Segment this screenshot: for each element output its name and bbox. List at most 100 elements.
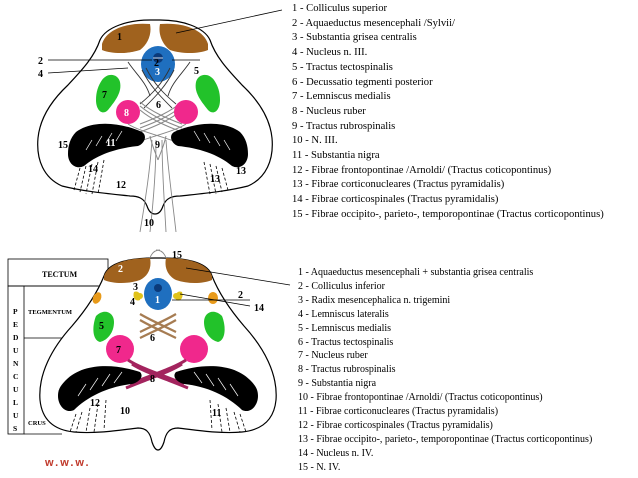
- bottom-section: TECTUM TEGMENTUM CRUS P E D U N C U L U …: [7, 249, 291, 451]
- bottom-legend-item: 1 - Aquaeductus mesencephali + substanti…: [298, 267, 534, 278]
- colliculus-inferior-left: [104, 258, 151, 283]
- top-section-outline: [37, 19, 273, 215]
- top-legend-item: 2 - Aquaeductus mesencephali /Sylvii/: [292, 17, 455, 29]
- bottom-legend-item: 10 - Fibrae frontopontinae /Arnoldi/ (Tr…: [298, 392, 543, 404]
- substantia-nigra-right: [171, 123, 248, 168]
- bottom-label-8: 8: [150, 374, 155, 385]
- svg-text:N: N: [13, 359, 19, 368]
- top-legend-item: 3 - Substantia grisea centralis: [292, 32, 417, 44]
- nucleus-ruber-left: [116, 100, 140, 124]
- bottom-label-11b: 11: [238, 398, 247, 409]
- top-label-6: 6: [156, 100, 161, 111]
- nigra-striations-bottom: [77, 371, 239, 397]
- svg-text:U: U: [13, 411, 19, 420]
- bottom-legend-item: 7 - Nucleus ruber: [298, 350, 368, 362]
- tectospinal-bottom: [139, 313, 177, 339]
- top-label-8: 8: [124, 108, 129, 119]
- bottom-legend-item: 12 - Fibrae corticospinales (Tractus pyr…: [298, 419, 493, 431]
- tectospinal-fibres: [127, 61, 191, 109]
- bottom-label-2b: 2: [238, 290, 243, 301]
- top-section: 1 2 4 2 3 5 6 7 8 9 10 11 12 13 13 14 15: [37, 9, 283, 233]
- bottom-label-14: 14: [254, 303, 264, 314]
- bottom-label-7: 7: [116, 345, 121, 356]
- top-legend-item: 6 - Decussatio tegmenti posterior: [292, 76, 433, 88]
- svg-text:D: D: [13, 333, 19, 342]
- top-label-14: 14: [88, 164, 98, 175]
- top-label-12: 12: [116, 180, 126, 191]
- pedunculus-vertical-label: P E D U N C U L U S: [13, 307, 19, 433]
- top-legend-item: 7 - Lemniscus medialis: [292, 91, 391, 103]
- n-iii-fibres: [139, 139, 177, 233]
- top-legend: 1 - Colliculus superior 2 - Aquaeductus …: [292, 2, 604, 223]
- top-label-7: 7: [102, 90, 107, 101]
- credit-text: w.w.w.: [45, 457, 91, 469]
- colliculus-superior-right: [159, 23, 208, 53]
- bottom-label-10: 10: [120, 406, 130, 417]
- nucleus-iv-left: [133, 291, 141, 301]
- aqueduct-lumen-bottom: [154, 284, 162, 292]
- lemniscus-lateralis-left: [92, 292, 102, 304]
- colliculus-inferior-right: [165, 258, 212, 283]
- top-label-4: 4: [38, 69, 43, 80]
- lemniscus-medialis-right: [195, 74, 220, 113]
- crus-fibres-bottom: [69, 399, 247, 433]
- top-legend-item: 4 - Nucleus n. III.: [292, 47, 368, 59]
- nucleus-ruber-bottom-right: [180, 335, 208, 363]
- top-label-13a: 13: [210, 174, 220, 185]
- bottom-label-3: 3: [133, 282, 138, 293]
- colliculus-superior-left: [102, 23, 151, 53]
- substantia-nigra-bottom-left: [58, 366, 142, 412]
- bottom-pointers: [172, 267, 291, 307]
- top-legend-item: 9 - Tractus rubrospinalis: [292, 120, 396, 132]
- top-label-11: 11: [106, 138, 115, 149]
- tectum-label: TECTUM: [42, 270, 78, 279]
- top-legend-item: 15 - Fibrae occipito-, parieto-, temporo…: [292, 208, 604, 220]
- svg-text:P: P: [13, 307, 18, 316]
- bottom-section-outline: [39, 257, 277, 451]
- bottom-legend-item: 5 - Lemniscus medialis: [298, 322, 392, 334]
- top-label-10: 10: [144, 218, 154, 229]
- bottom-legend-item: 4 - Lemniscus lateralis: [298, 308, 389, 320]
- svg-text:C: C: [13, 372, 18, 381]
- bottom-label-5: 5: [99, 321, 104, 332]
- top-pointers: [47, 9, 283, 74]
- top-label-1: 1: [117, 32, 122, 43]
- svg-text:U: U: [13, 346, 19, 355]
- bottom-legend-item: 14 - Nucleus n. IV.: [298, 447, 374, 459]
- top-legend-item: 10 - N. III.: [292, 135, 338, 147]
- top-label-9: 9: [155, 140, 160, 151]
- substantia-nigra-bottom-right: [174, 366, 258, 412]
- top-legend-item: 11 - Substantia nigra: [292, 150, 380, 162]
- bottom-legend: 1 - Aquaeductus mesencephali + substanti…: [298, 266, 592, 475]
- bottom-legend-item: 13 - Fibrae occipito-, parieto-, temporo…: [298, 433, 593, 445]
- top-legend-item: 12 - Fibrae frontopontinae /Arnoldi/ (Tr…: [292, 164, 552, 176]
- tegmentum-label: TEGMENTUM: [28, 309, 72, 316]
- top-legend-item: 14 - Fibrae corticospinales (Tractus pyr…: [292, 194, 499, 206]
- bottom-label-1: 1: [155, 295, 160, 306]
- n-iv-fibres: [149, 249, 167, 259]
- bottom-label-4: 4: [130, 297, 135, 308]
- top-label-13b: 13: [236, 166, 246, 177]
- bottom-legend-item: 2 - Colliculus inferior: [298, 280, 385, 292]
- top-label-3: 3: [155, 67, 160, 78]
- bottom-label-13: 13: [58, 388, 68, 399]
- svg-text:U: U: [13, 385, 19, 394]
- lemniscus-medialis-bottom-right: [204, 311, 225, 342]
- bottom-label-12: 12: [90, 398, 100, 409]
- bottom-legend-item: 15 - N. IV.: [298, 461, 341, 473]
- bottom-label-6: 6: [150, 333, 155, 344]
- lemniscus-medialis-bottom-left: [93, 311, 114, 342]
- lemniscus-lateralis-right: [208, 292, 218, 304]
- top-label-5: 5: [194, 66, 199, 77]
- nucleus-ruber-right: [174, 100, 198, 124]
- top-legend-item: 5 - Tractus tectospinalis: [292, 61, 393, 73]
- top-legend-item: 13 - Fibrae corticonucleares (Tractus py…: [292, 179, 505, 191]
- top-legend-item: 1 - Colliculus superior: [292, 3, 388, 14]
- bottom-label-11a: 11: [212, 408, 221, 419]
- crus-label: CRUS: [28, 420, 46, 427]
- nigra-striations: [85, 130, 231, 151]
- crus-fibres-top: [73, 159, 229, 195]
- pedunculus-box: [7, 285, 25, 435]
- svg-text:E: E: [13, 320, 18, 329]
- substantia-nigra-left: [68, 123, 145, 168]
